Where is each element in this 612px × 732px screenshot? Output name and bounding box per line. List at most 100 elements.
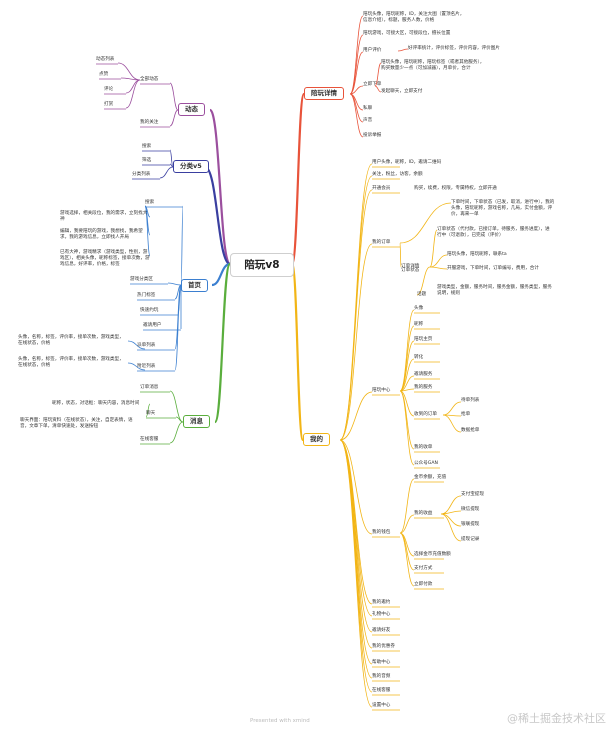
play-subitem[interactable]: 发起聊天，立即支付 <box>381 89 423 94</box>
news-item[interactable]: 订单消息 <box>140 385 159 390</box>
home-item[interactable]: 派单列表 <box>137 343 156 348</box>
home-item[interactable]: 快速约玩 <box>140 308 159 313</box>
branch-dynamic[interactable]: 动态 <box>178 103 205 116</box>
branch-news[interactable]: 消息 <box>183 415 210 428</box>
mine-subitem[interactable]: 开服游戏，下单时间，订单编号，费用，合计 <box>447 266 539 271</box>
mine-subitem[interactable]: 陪玩头像，陪玩昵称，联系ta <box>447 252 507 257</box>
mine-subitem[interactable]: 话题 <box>417 292 427 297</box>
dynamic-item[interactable]: 我的关注 <box>140 120 159 125</box>
mine-item[interactable]: 我的邀约 <box>372 600 391 605</box>
branch-mine[interactable]: 我的 <box>303 433 330 446</box>
mine-play-item[interactable]: 陪玩主页 <box>414 337 433 342</box>
mine-item[interactable]: 我的音频 <box>372 674 391 679</box>
mine-play-item[interactable]: 我的服务 <box>414 385 433 390</box>
news-text[interactable]: 聊天界面：陪玩资料（在线状态），关注，自定表情，语音，文章下单，清单快速处，发送… <box>20 418 133 429</box>
dynamic-subitem[interactable]: 动态列表 <box>96 57 115 62</box>
mine-play-item[interactable]: 我的收单 <box>414 445 433 450</box>
branch-home[interactable]: 首页 <box>181 279 208 292</box>
mine-wallet-subitem[interactable]: 提现记录 <box>461 537 480 542</box>
play-item[interactable]: 私聊 <box>363 106 373 111</box>
mine-wallet-item[interactable]: 金币余额，充值 <box>414 475 447 480</box>
connector <box>399 532 415 587</box>
connector <box>339 439 373 708</box>
category-item[interactable]: 搜索 <box>142 144 152 149</box>
play-item[interactable]: 投诉举报 <box>363 133 382 138</box>
home-text[interactable]: 游戏选择，相关段位，我的需求，立刻找大神 <box>60 211 148 222</box>
home-text[interactable]: 已有大神，游戏精求（游戏类型，性别，游戏区），相关头像，昵称标签，接单次数，游戏… <box>60 250 150 267</box>
mine-play-item[interactable]: 头像 <box>414 306 424 311</box>
mine-subitem[interactable]: 下单时间，下单状态（已发，取消，进行中），我的头像，陪玩昵称，游戏名称，几局，实… <box>451 200 555 217</box>
branch-play[interactable]: 陪玩详情 <box>304 87 344 100</box>
mine-subitem[interactable]: 订单状态（代付款，已接订单，待服务，服务进度），进行中（可退款），已完成（评价） <box>437 227 550 238</box>
mine-wallet-subitem[interactable]: 支付宝提现 <box>461 492 484 497</box>
mine-item[interactable]: 邀请好友 <box>372 628 391 633</box>
mine-play-item[interactable]: 公众号GAN <box>414 461 438 466</box>
mine-item[interactable]: 订单详情 <box>401 264 420 269</box>
mine-item[interactable]: 我的优惠券 <box>372 644 395 649</box>
home-text[interactable]: 头像，名称，标签，评价率，接单次数，游戏类型，在线状态，价格 <box>18 335 124 346</box>
home-item[interactable]: 游戏分类区 <box>130 277 153 282</box>
home-text[interactable]: 编辑，我要陪玩的游戏，我想找，我希望求，我的游戏信息，立即找人开局 <box>60 229 143 240</box>
mine-item[interactable]: 用户头像，昵称，ID，邀请二维码 <box>372 160 442 165</box>
play-item[interactable]: 用户评价 <box>363 48 382 53</box>
dynamic-subitem[interactable]: 打赏 <box>104 102 114 107</box>
mine-play-item[interactable]: 邀请服务 <box>414 372 433 377</box>
mine-item[interactable]: 帮助中心 <box>372 660 391 665</box>
connector <box>349 51 364 95</box>
connector <box>399 242 402 268</box>
mine-play-subitem[interactable]: 抢单 <box>461 412 471 417</box>
mine-wallet-item[interactable]: 立即付款 <box>414 582 433 587</box>
connector <box>339 391 373 441</box>
connector <box>169 109 179 127</box>
play-item[interactable]: 立即下单 <box>363 82 382 87</box>
mine-subitem[interactable]: 购买，续费，权限，专属特权，立即开通 <box>414 186 497 191</box>
mine-item[interactable]: 在线客服 <box>372 688 391 693</box>
mine-wallet-subitem[interactable]: 银联提现 <box>461 522 480 527</box>
home-text[interactable]: 头像，名称，标签，评价率，接单次数，游戏类型，在线状态，价格 <box>18 357 124 368</box>
dynamic-subitem[interactable]: 评论 <box>104 87 114 92</box>
mine-item[interactable]: 我的订单 <box>372 240 391 245</box>
mine-play-item[interactable]: 昵称 <box>414 322 424 327</box>
mine-item[interactable]: 设置中心 <box>372 703 391 708</box>
mine-play-subitem[interactable]: 待单列表 <box>461 398 480 403</box>
mine-item[interactable]: 关注，粉丝，访客，余额 <box>372 172 423 177</box>
mine-item[interactable]: 开通会员 <box>372 186 391 191</box>
root-node[interactable]: 陪玩v8 <box>230 253 294 277</box>
news-item[interactable]: 在线客服 <box>140 437 159 442</box>
mine-subitem[interactable]: 游戏类型，金额，服务时间，服务金额，服务类型，服务说明，规则 <box>437 285 552 296</box>
home-item[interactable]: 搜索 <box>145 200 155 205</box>
category-item[interactable]: 分类列表 <box>132 172 151 177</box>
dynamic-subitem[interactable]: 点赞 <box>99 72 109 77</box>
play-item[interactable]: 声音 <box>363 118 373 123</box>
mine-item[interactable]: 陪玩中心 <box>372 388 391 393</box>
mine-wallet-item[interactable]: 支付方式 <box>414 566 433 571</box>
home-item[interactable]: 热门标签 <box>137 293 156 298</box>
news-item[interactable]: 聊天 <box>146 411 156 416</box>
connector <box>180 205 184 286</box>
home-item[interactable]: 邀请用户 <box>143 323 162 328</box>
mine-item[interactable]: 礼物中心 <box>372 612 391 617</box>
news-text[interactable]: 昵称，状态，对话框：聊天内容，消息时间 <box>52 401 140 406</box>
play-subitem[interactable]: 好评率统计，评价标签，评价内容，评价图片 <box>408 46 500 51</box>
mine-wallet-item[interactable]: 选择金币充值数额 <box>414 552 451 557</box>
play-item[interactable]: 陪玩游戏，可接大区，可接段位，擅长位置 <box>363 31 451 36</box>
mine-play-item[interactable]: 转化 <box>414 355 424 360</box>
home-item[interactable]: 附近列表 <box>137 364 156 369</box>
connector <box>127 340 146 350</box>
category-item[interactable]: 筛选 <box>142 158 152 163</box>
connector <box>399 358 415 392</box>
connector <box>399 202 452 244</box>
mine-play-subitem[interactable]: 数据抢单 <box>461 428 480 433</box>
branch-category[interactable]: 分类v5 <box>173 160 209 173</box>
dynamic-item[interactable]: 全部动态 <box>140 77 159 82</box>
mine-item[interactable]: 我的钱包 <box>372 530 391 535</box>
connector <box>213 262 232 424</box>
mine-wallet-item[interactable]: 我的收益 <box>414 511 433 516</box>
mine-wallet-subitem[interactable]: 微信提现 <box>461 507 480 512</box>
mine-play-item[interactable]: 收到的订单 <box>414 412 437 417</box>
play-item[interactable]: 陪玩头像，陪玩昵称，ID，关注大图（置顶名片，信息介绍），标题，服务人数，价格 <box>363 12 465 23</box>
connector <box>339 439 373 679</box>
play-subitem[interactable]: 陪玩头像，陪玩昵称，陪玩标签（或者其他服务），购买数量少一点（可加减器），月单价… <box>381 60 485 71</box>
mine-subitem[interactable]: 订单状态 <box>401 268 420 273</box>
connector <box>416 266 431 296</box>
